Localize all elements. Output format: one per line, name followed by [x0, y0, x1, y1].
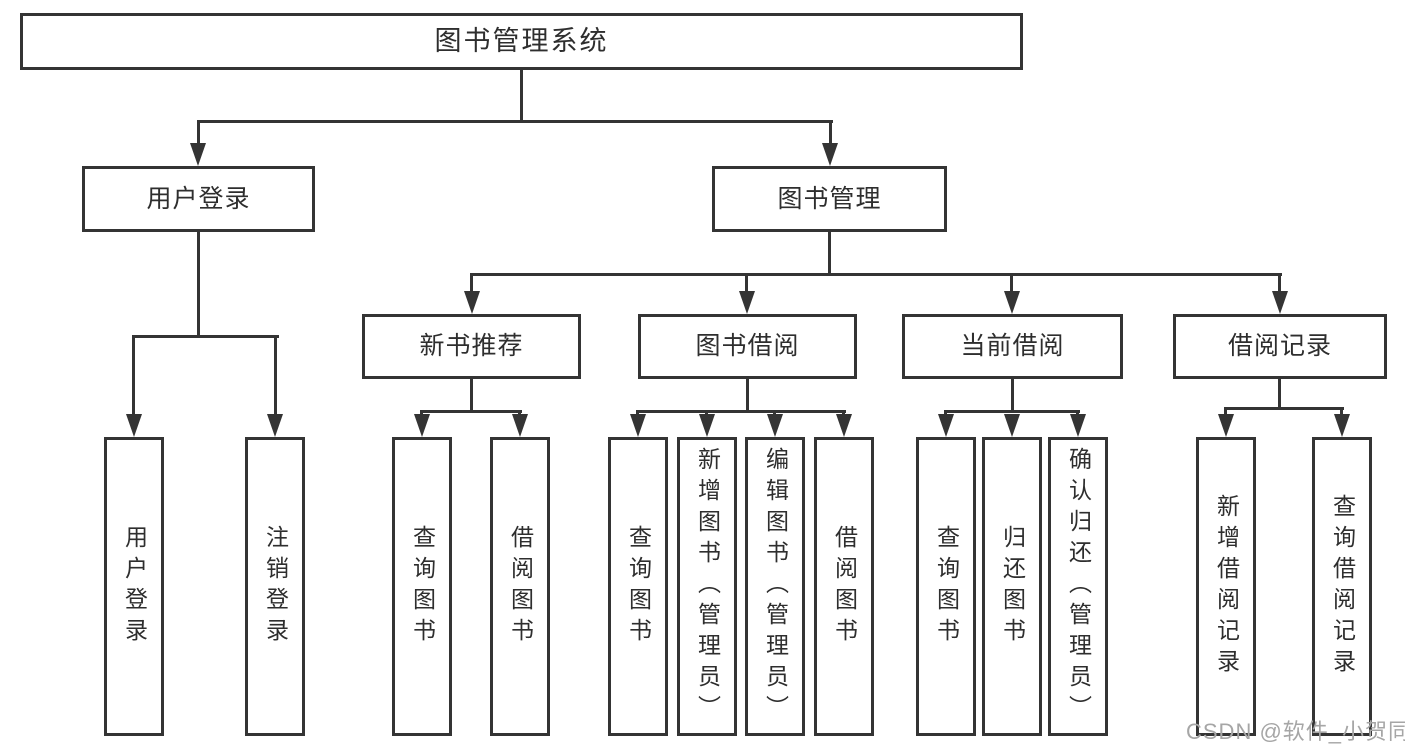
- arrowhead-down: [699, 414, 715, 437]
- arrowhead-down: [464, 291, 480, 314]
- leaf-label: 借阅图书: [831, 524, 858, 649]
- leaf-add-books-admin: 新增图书（管理员）: [677, 437, 737, 736]
- leaf-label: 查询图书: [625, 524, 652, 649]
- connector-line-v: [746, 378, 749, 413]
- connector-line-v: [197, 120, 200, 146]
- arrowhead-down: [1272, 291, 1288, 314]
- leaf-label: 确认归还（管理员）: [1065, 447, 1092, 726]
- connector-line-v: [1278, 273, 1281, 293]
- leaf-borrow-books: 借阅图书: [814, 437, 874, 736]
- arrowhead-down: [414, 414, 430, 437]
- connector-line-v: [1011, 378, 1014, 413]
- node-library-management-system: 图书管理系统: [20, 13, 1023, 70]
- leaf-label: 借阅图书: [507, 524, 534, 649]
- node-current-borrowing: 当前借阅: [902, 314, 1123, 379]
- leaf-label: 编辑图书（管理员）: [762, 447, 789, 726]
- node-borrowing-records: 借阅记录: [1173, 314, 1387, 379]
- leaf-logout-login: 注销登录: [245, 437, 305, 736]
- arrowhead-down: [267, 414, 283, 437]
- watermark: CSDN @软件_小贺同学: [1186, 719, 1405, 744]
- connector-line-v: [829, 120, 832, 146]
- connector-line-v: [274, 335, 277, 415]
- node-new-book-recommendation: 新书推荐: [362, 314, 581, 379]
- leaf-label: 查询图书: [933, 524, 960, 649]
- leaf-user-login: 用户登录: [104, 437, 164, 736]
- connector-line-v: [1010, 273, 1013, 293]
- arrowhead-down: [630, 414, 646, 437]
- leaf-label: 归还图书: [999, 524, 1026, 649]
- arrowhead-down: [190, 143, 206, 166]
- leaf-label: 查询图书: [409, 524, 436, 649]
- connector-line-h: [420, 410, 522, 413]
- connector-line-h: [470, 273, 1282, 276]
- connector-line-v: [470, 273, 473, 293]
- leaf-add-borrow-record: 新增借阅记录: [1196, 437, 1256, 736]
- node-user-login: 用户登录: [82, 166, 315, 232]
- node-label: 图书借阅: [695, 332, 800, 360]
- leaf-query-books-borrow: 查询图书: [608, 437, 668, 736]
- arrowhead-down: [512, 414, 528, 437]
- arrowhead-down: [1004, 291, 1020, 314]
- arrowhead-down: [767, 414, 783, 437]
- leaf-query-books-recommend: 查询图书: [392, 437, 452, 736]
- connector-line-v: [470, 378, 473, 413]
- leaf-edit-books-admin: 编辑图书（管理员）: [745, 437, 805, 736]
- connector-line-v: [197, 231, 200, 338]
- arrowhead-down: [1218, 414, 1234, 437]
- leaf-label: 新增借阅记录: [1213, 493, 1240, 680]
- leaf-label: 注销登录: [262, 524, 289, 649]
- node-label: 当前借阅: [960, 332, 1065, 360]
- connector-line-h: [944, 410, 1080, 413]
- connector-line-h: [1224, 407, 1344, 410]
- leaf-confirm-return-admin: 确认归还（管理员）: [1048, 437, 1108, 736]
- connector-line-v: [1278, 378, 1281, 410]
- node-label: 图书管理系统: [434, 26, 609, 56]
- connector-line-v: [132, 335, 135, 415]
- node-book-borrowing: 图书借阅: [638, 314, 857, 379]
- arrowhead-down: [1070, 414, 1086, 437]
- node-label: 图书管理: [777, 184, 882, 213]
- leaf-query-borrow-record: 查询借阅记录: [1312, 437, 1372, 736]
- arrowhead-down: [836, 414, 852, 437]
- arrowhead-down: [1004, 414, 1020, 437]
- connector-line-v: [1224, 407, 1227, 418]
- arrowhead-down: [739, 291, 755, 314]
- leaf-borrow-books-recommend: 借阅图书: [490, 437, 550, 736]
- arrowhead-down: [822, 143, 838, 166]
- connector-line-h: [197, 120, 833, 123]
- node-book-management: 图书管理: [712, 166, 947, 232]
- leaf-label: 查询借阅记录: [1329, 493, 1356, 680]
- leaf-query-books-current: 查询图书: [916, 437, 976, 736]
- node-label: 新书推荐: [419, 332, 524, 360]
- arrowhead-down: [1334, 414, 1350, 437]
- arrowhead-down: [126, 414, 142, 437]
- connector-line-v: [828, 231, 831, 276]
- leaf-label: 用户登录: [121, 524, 148, 649]
- node-label: 用户登录: [146, 184, 251, 213]
- leaf-return-books: 归还图书: [982, 437, 1042, 736]
- connector-line-v: [745, 273, 748, 293]
- connector-line-h: [636, 410, 846, 413]
- arrowhead-down: [938, 414, 954, 437]
- leaf-label: 新增图书（管理员）: [694, 447, 721, 726]
- node-label: 借阅记录: [1227, 332, 1332, 360]
- connector-line-v: [520, 69, 523, 122]
- connector-line-h: [132, 335, 279, 338]
- connector-line-v: [1340, 407, 1343, 418]
